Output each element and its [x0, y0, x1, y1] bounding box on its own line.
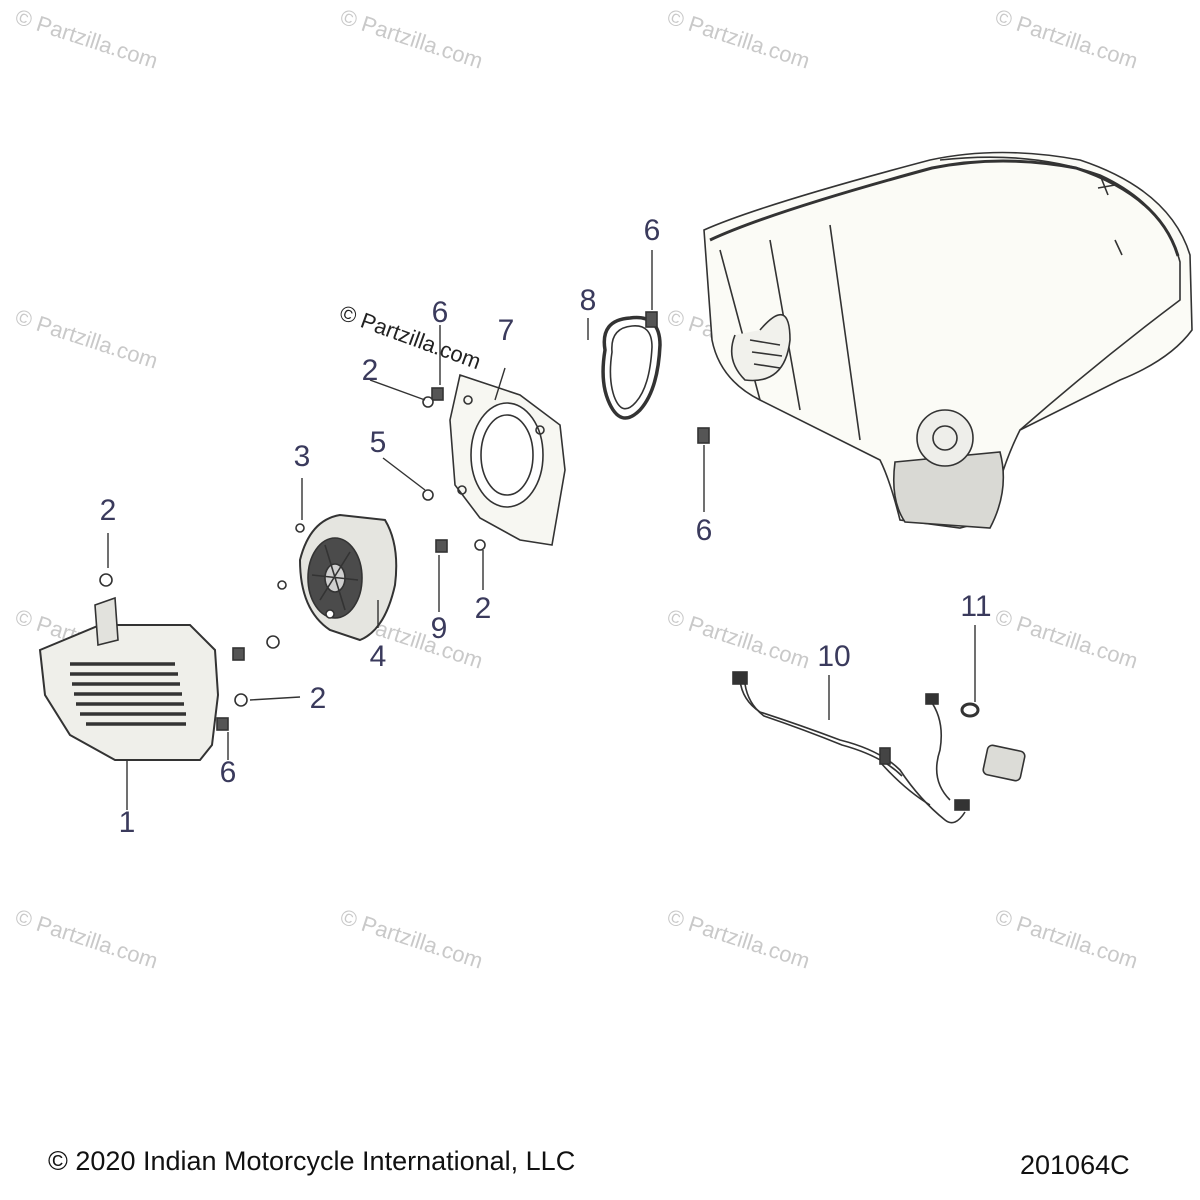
- callout-2: 2: [309, 682, 327, 715]
- callout-6: 6: [695, 514, 713, 547]
- callout-2: 2: [99, 494, 117, 527]
- wiring-harness: [732, 671, 1026, 824]
- callout-6: 6: [431, 296, 449, 329]
- callout-8: 8: [579, 284, 597, 317]
- copyright-text: © 2020 Indian Motorcycle International, …: [48, 1146, 576, 1176]
- fan-bracket: [449, 373, 566, 546]
- callout-7: 7: [497, 314, 515, 347]
- cable-clip: [960, 702, 980, 718]
- leader-lines: [107, 250, 976, 810]
- saddlebag-housing: [703, 151, 1193, 529]
- callout-6: 6: [643, 214, 661, 247]
- callout-2: 2: [361, 354, 379, 387]
- callout-1: 1: [118, 806, 136, 839]
- lower-cover: [38, 596, 220, 761]
- callout-4: 4: [369, 640, 387, 673]
- callout-2: 2: [474, 592, 492, 625]
- callout-9: 9: [430, 612, 448, 645]
- callout-3: 3: [293, 440, 311, 473]
- diagram-code: 201064C: [1020, 1150, 1130, 1180]
- gasket-seal: [601, 315, 662, 420]
- screw-fasteners: [99, 396, 486, 707]
- clip-fasteners: [216, 311, 710, 731]
- callout-10: 10: [817, 640, 851, 673]
- cooling-fan: [298, 513, 398, 642]
- callout-6: 6: [219, 756, 237, 789]
- callout-5: 5: [369, 426, 387, 459]
- callout-11: 11: [960, 590, 992, 623]
